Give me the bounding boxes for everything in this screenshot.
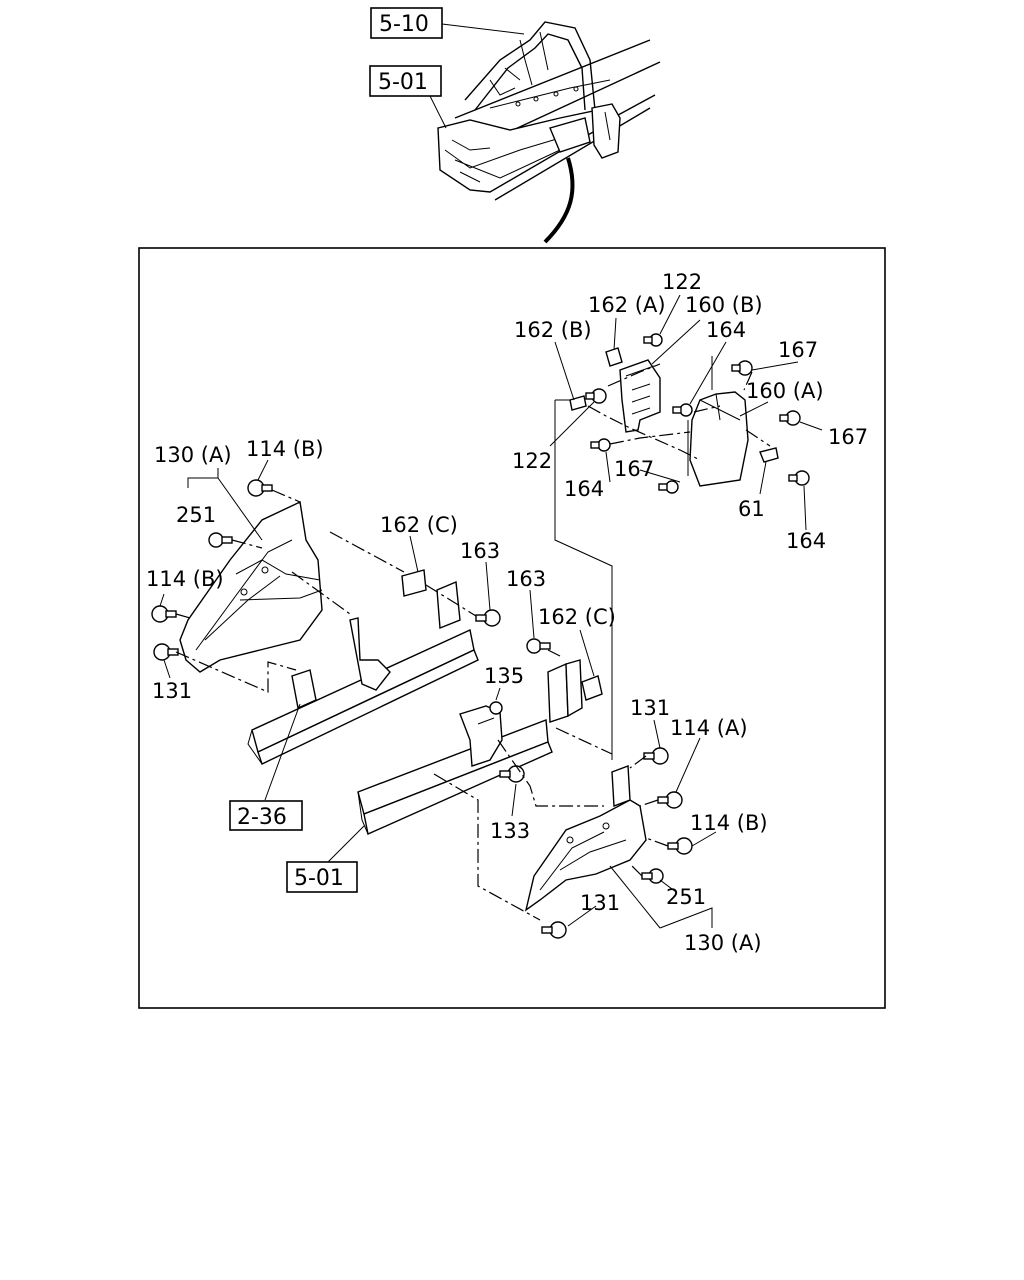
lower-frame-assembly [357,638,693,939]
callout-160a: 160 (A) [746,379,824,403]
callout-162c-right: 162 (C) [538,605,616,629]
ref-label-5-10: 5-10 [379,12,429,37]
callout-160b: 160 (B) [685,293,763,317]
callout-162a: 162 (A) [588,293,666,317]
leader-lines [159,294,823,929]
callout-131-bottom: 131 [580,891,620,915]
callout-114b-left-top: 114 (B) [246,437,324,461]
bolt-167-mid [658,480,679,494]
callout-167-mid: 167 [614,457,654,481]
callout-164-top: 164 [706,318,746,342]
callout-163-right: 163 [506,567,546,591]
bolt-135 [489,701,503,715]
bolt-167-top [731,360,753,376]
ref-box-5-01-top: 5-01 [369,65,442,97]
detail-frame [138,247,886,1009]
callout-114b-left-mid: 114 (B) [146,567,224,591]
callout-251-left: 251 [176,503,216,527]
callout-labels: 122 162 (A) 160 (B) 162 (B) 164 167 160 … [146,270,868,955]
bolt-164-bottom [788,470,810,486]
callout-122-left: 122 [512,449,552,473]
bolt-164-top [672,403,693,417]
callout-164-mid: 164 [564,477,604,501]
callout-167-top: 167 [778,338,818,362]
callout-122-top: 122 [662,270,702,294]
callout-164-bottom: 164 [786,529,826,553]
bolt-114b-left-top [247,479,273,497]
bolt-163-left [475,609,501,627]
callout-114a: 114 (A) [670,716,748,740]
chassis-overview-drawing [437,21,661,244]
callout-131-left: 131 [152,679,192,703]
ref-box-5-01-bottom: 5-01 [286,861,358,893]
bolt-131-bottom [541,921,567,939]
bolt-114b-right [667,837,693,855]
bolt-133 [499,765,525,783]
callout-131-right: 131 [630,696,670,720]
callout-133: 133 [490,819,530,843]
ref-box-2-36: 2-36 [229,800,303,831]
bolt-114b-left-mid [151,605,177,623]
ref-label-5-01-top: 5-01 [378,70,428,95]
bolt-167-right [779,410,801,426]
upper-bracket-assembly [554,333,810,760]
bolt-251-left [208,532,233,548]
callout-251-right: 251 [666,885,706,909]
callout-130a-right: 130 (A) [684,931,762,955]
callout-162b: 162 (B) [514,318,592,342]
bolt-131-right [643,747,669,765]
ref-box-5-10: 5-10 [370,7,443,39]
bolt-114a [657,791,683,809]
bolt-122-left [585,388,607,404]
bolt-122-top [643,333,663,347]
bolt-251-right [641,868,664,884]
bolt-163-right [526,638,551,654]
callout-167-right: 167 [828,425,868,449]
ref-label-5-01-bottom: 5-01 [294,866,344,891]
callout-163-left: 163 [460,539,500,563]
bolt-131-left [153,643,179,661]
callout-135: 135 [484,664,524,688]
callout-130a-left: 130 (A) [154,443,232,467]
bolt-164-mid [590,438,611,452]
ref-label-2-36: 2-36 [237,805,287,830]
left-frame-assembly [151,479,501,765]
callout-114b-right: 114 (B) [690,811,768,835]
callout-162c-left: 162 (C) [380,513,458,537]
callout-61: 61 [738,497,765,521]
